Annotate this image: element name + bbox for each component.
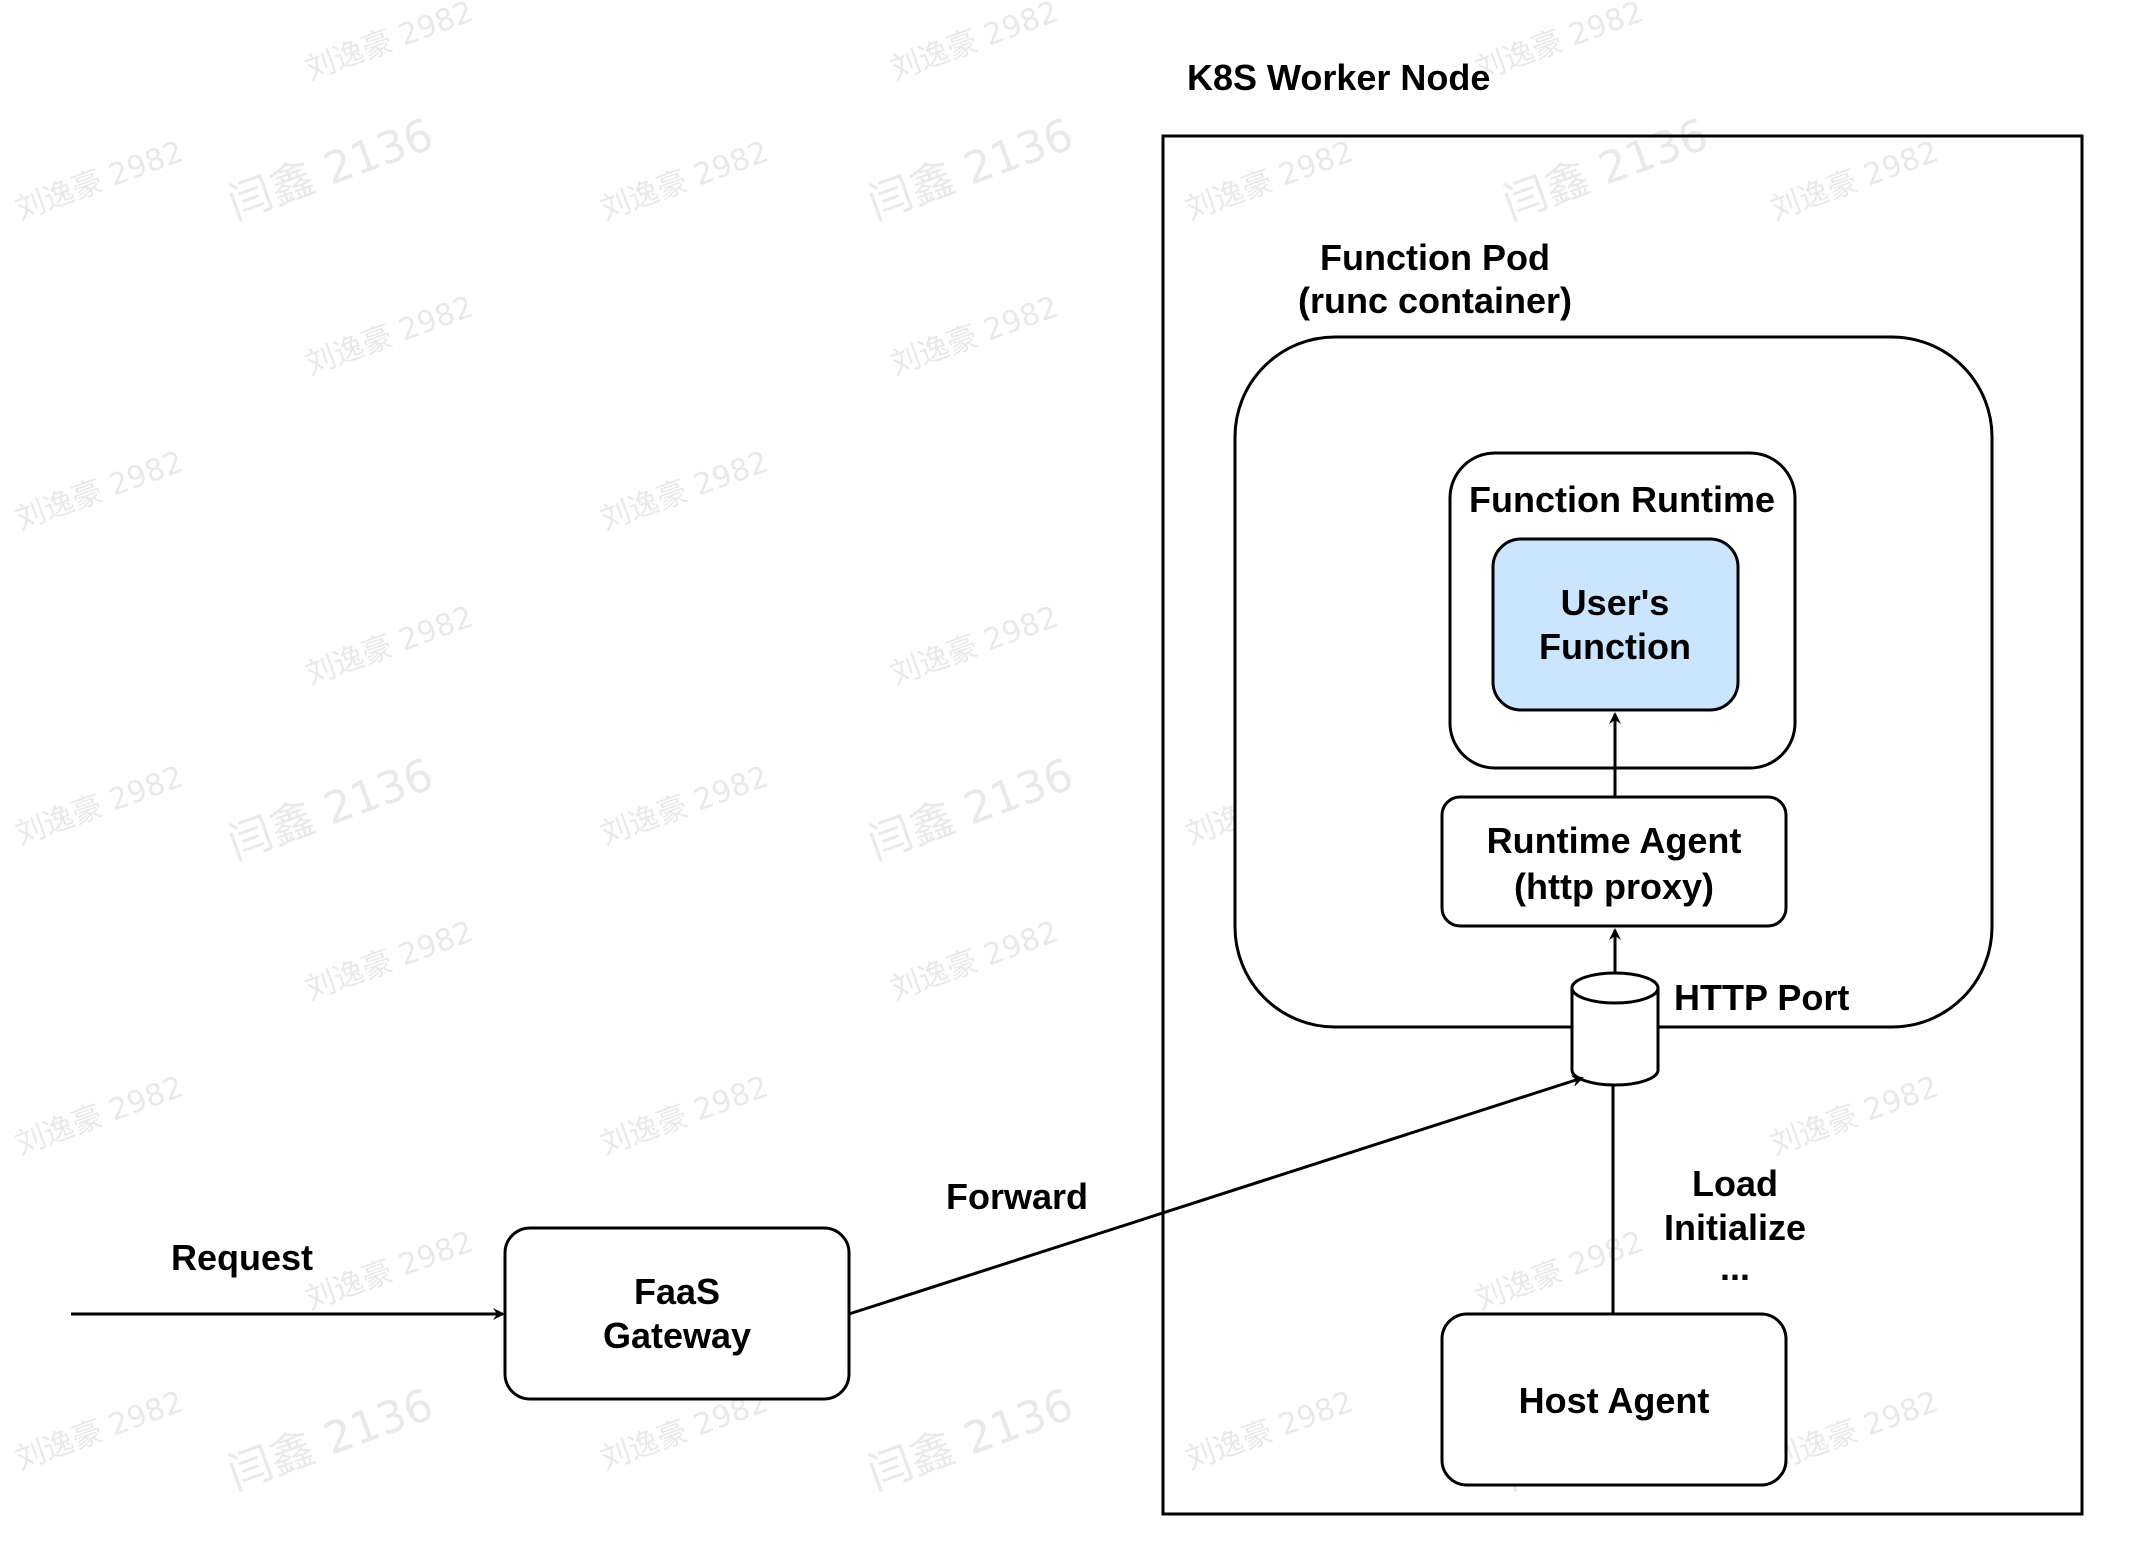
watermark: 刘逸豪 2982 bbox=[1766, 1069, 1943, 1162]
host-agent-edge-label-load: Load bbox=[1692, 1163, 1778, 1204]
watermark: 闫鑫 2136 bbox=[1496, 109, 1715, 230]
watermark: 刘逸豪 2982 bbox=[301, 599, 478, 692]
users-function-label: User's bbox=[1561, 582, 1670, 623]
function-pod-label: Function Pod bbox=[1320, 237, 1550, 278]
watermark: 刘逸豪 2982 bbox=[1766, 1384, 1943, 1477]
host-agent-label: Host Agent bbox=[1519, 1380, 1710, 1421]
watermark: 刘逸豪 2982 bbox=[1766, 134, 1943, 227]
watermark: 闫鑫 2136 bbox=[221, 109, 440, 230]
watermark: 刘逸豪 2982 bbox=[1471, 1224, 1648, 1317]
host-agent-edge-label-initialize: Initialize bbox=[1664, 1207, 1806, 1248]
watermark: 刘逸豪 2982 bbox=[11, 759, 188, 852]
forward-edge[interactable] bbox=[848, 1075, 1584, 1316]
watermark: 刘逸豪 2982 bbox=[596, 444, 773, 537]
runtime-agent-sublabel: (http proxy) bbox=[1514, 866, 1714, 907]
function-runtime-label: Function Runtime bbox=[1469, 479, 1775, 520]
watermark: 刘逸豪 2982 bbox=[596, 759, 773, 852]
faas-gateway-sublabel: Gateway bbox=[603, 1315, 751, 1356]
watermark: 闫鑫 2136 bbox=[861, 749, 1080, 870]
faas-gateway-label: FaaS bbox=[634, 1271, 720, 1312]
watermark: 刘逸豪 2982 bbox=[11, 1069, 188, 1162]
http-port-node[interactable] bbox=[1570, 971, 1660, 1087]
watermark: 闫鑫 2136 bbox=[221, 1379, 440, 1500]
forward-edge-label: Forward bbox=[946, 1176, 1088, 1217]
watermark: 刘逸豪 2982 bbox=[11, 134, 188, 227]
watermark: 刘逸豪 2982 bbox=[1471, 0, 1648, 88]
http-port-label: HTTP Port bbox=[1674, 977, 1849, 1018]
watermark: 闫鑫 2136 bbox=[221, 749, 440, 870]
users-function-node[interactable] bbox=[1491, 537, 1740, 712]
watermark: 刘逸豪 2982 bbox=[301, 914, 478, 1007]
watermark: 刘逸豪 2982 bbox=[596, 1069, 773, 1162]
watermark: 闫鑫 2136 bbox=[861, 1379, 1080, 1500]
watermark: 刘逸豪 2982 bbox=[886, 0, 1063, 88]
worker-node-container[interactable] bbox=[1161, 134, 2084, 1516]
watermark: 刘逸豪 2982 bbox=[1181, 1384, 1358, 1477]
watermark: 刘逸豪 2982 bbox=[886, 599, 1063, 692]
watermark: 刘逸豪 2982 bbox=[301, 289, 478, 382]
request-edge-label: Request bbox=[171, 1237, 313, 1278]
watermark: 刘逸豪 2982 bbox=[301, 0, 478, 88]
users-function-sublabel: Function bbox=[1539, 626, 1691, 667]
watermark: 刘逸豪 2982 bbox=[11, 1384, 188, 1477]
watermark: 刘逸豪 2982 bbox=[886, 289, 1063, 382]
watermark: 刘逸豪 2982 bbox=[301, 1224, 478, 1317]
watermark: 刘逸豪 2982 bbox=[886, 914, 1063, 1007]
faas-gateway-node[interactable] bbox=[503, 1226, 851, 1401]
runtime-agent-label: Runtime Agent bbox=[1487, 820, 1742, 861]
host-agent-node[interactable] bbox=[1440, 1312, 1788, 1487]
host-agent-edge-label-ellipsis: ... bbox=[1720, 1247, 1750, 1288]
watermark: 刘逸豪 2982 bbox=[11, 444, 188, 537]
watermark: 刘逸豪 2982 bbox=[1181, 134, 1358, 227]
worker-node-label: K8S Worker Node bbox=[1187, 57, 1490, 98]
watermark: 闫鑫 2136 bbox=[861, 109, 1080, 230]
watermark: 刘逸豪 2982 bbox=[596, 134, 773, 227]
function-pod-sublabel: (runc container) bbox=[1298, 280, 1572, 321]
